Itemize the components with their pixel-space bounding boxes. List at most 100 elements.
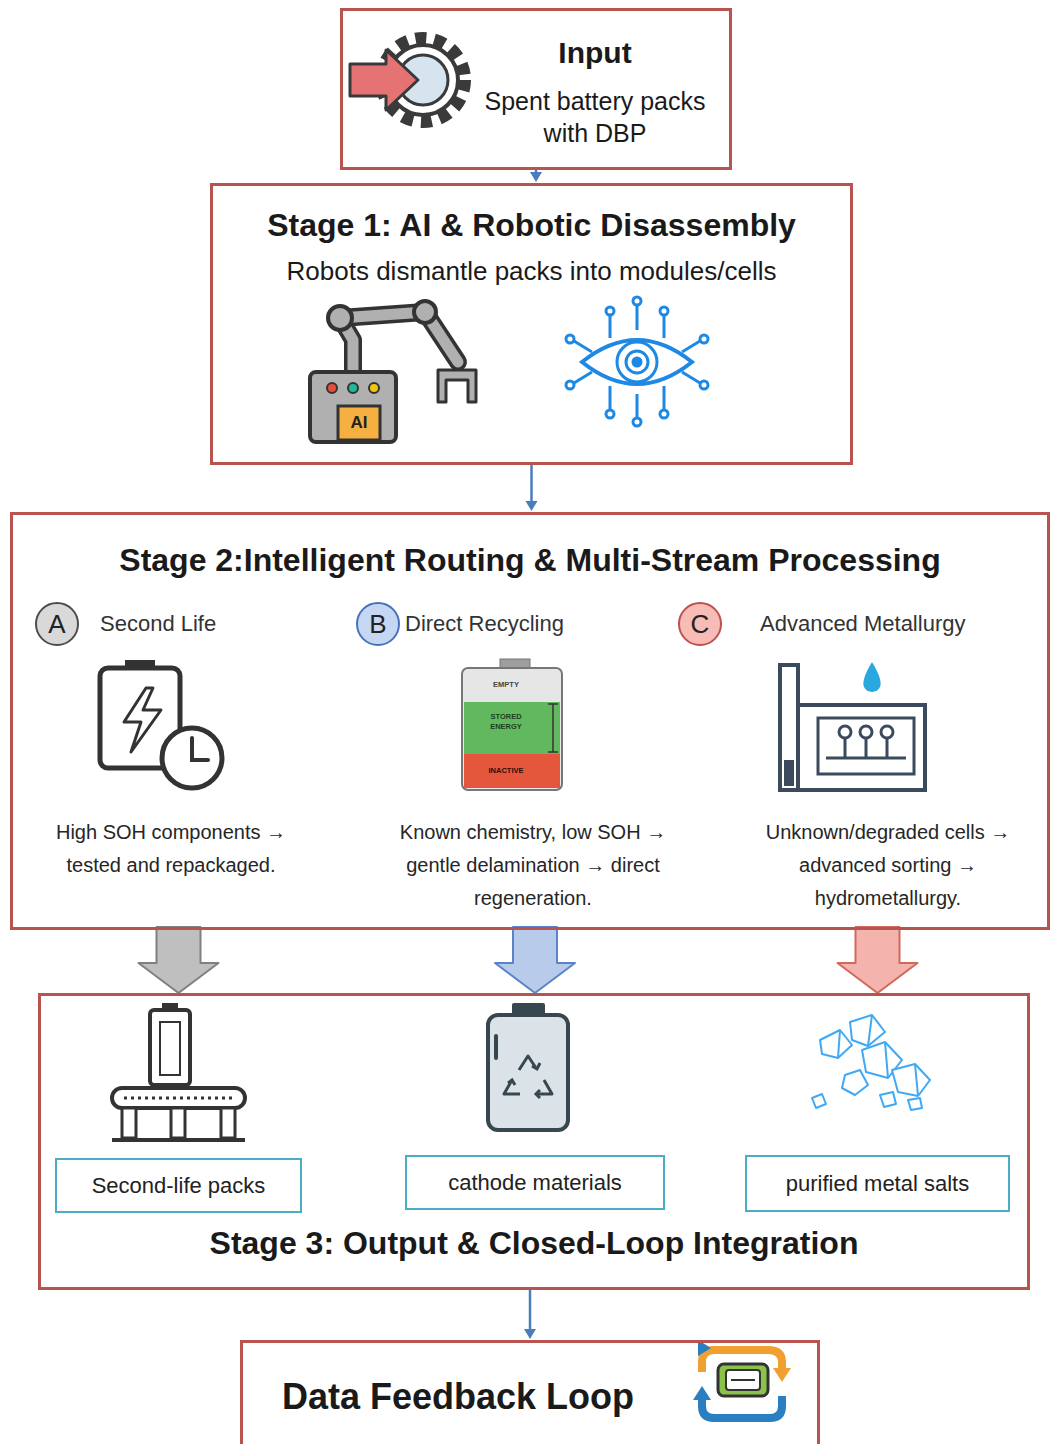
option-heading: Direct Recycling	[405, 602, 564, 646]
robot-arm-icon	[369, 383, 379, 393]
recycle-battery-icon	[488, 1015, 568, 1130]
conveyor-battery-icon	[122, 1108, 136, 1138]
conveyor-battery-icon	[112, 1138, 245, 1142]
vision-circuit-icon	[606, 410, 614, 418]
conveyor-battery-icon	[160, 1022, 180, 1075]
battery-clock-icon	[124, 688, 161, 752]
icon-text: AI	[338, 406, 380, 440]
crystal-salts-icon	[850, 1015, 885, 1046]
vision-circuit-icon	[633, 418, 641, 426]
flow-arrow	[530, 170, 542, 182]
route-option: BDirect Recycling	[356, 602, 596, 646]
route-description: Unknown/degraded cells → advanced sortin…	[743, 816, 1033, 915]
letter-circle: B	[356, 602, 400, 646]
conveyor-battery-icon	[150, 1010, 190, 1085]
arrow-head	[530, 172, 542, 182]
robot-arm-icon	[438, 370, 476, 402]
battery-level-icon	[462, 668, 562, 790]
output-box: cathode materials	[405, 1155, 665, 1210]
feedback-loop-icon	[773, 1368, 791, 1382]
route-description: High SOH components → tested and repacka…	[40, 816, 302, 882]
conveyor-battery-icon	[112, 1088, 245, 1108]
battery-level-icon	[462, 659, 562, 790]
factory-icon	[826, 737, 906, 758]
feedback-loop-icon	[693, 1386, 711, 1400]
letter-circle: C	[678, 602, 722, 646]
vision-circuit-icon	[660, 410, 668, 418]
stage-title: Stage 1: AI & Robotic Disassembly	[267, 206, 796, 244]
option-heading: Advanced Metallurgy	[760, 602, 965, 646]
battery-clock-icon	[192, 738, 208, 760]
crystal-salts-icon	[838, 1015, 918, 1096]
vision-circuit-icon	[700, 381, 708, 389]
factory-icon	[780, 662, 925, 790]
block-arrow-shape	[139, 927, 219, 993]
stage-box: Stage 1: AI & Robotic DisassemblyRobots …	[210, 183, 853, 465]
battery-level-icon	[548, 704, 558, 752]
stage-title: Stage 2:Intelligent Routing & Multi-Stre…	[119, 541, 940, 579]
crystal-salts-icon	[892, 1064, 930, 1096]
stage-box: Stage 3: Output & Closed-Loop Integratio…	[38, 993, 1030, 1290]
factory-icon	[881, 726, 893, 738]
connector-line	[529, 1290, 532, 1329]
stage-title: Stage 3: Output & Closed-Loop Integratio…	[210, 1224, 859, 1262]
node-title: Data Feedback Loop	[282, 1375, 634, 1418]
feedback-box: Data Feedback Loop	[240, 1340, 820, 1444]
factory-icon	[863, 662, 880, 692]
block-arrow	[838, 927, 918, 993]
feedback-loop-icon	[731, 1379, 755, 1381]
input-box: InputSpent battery packs with DBP	[340, 8, 732, 170]
vision-circuit-icon	[660, 307, 668, 315]
option-letter: C	[691, 609, 710, 639]
crystal-salts-icon	[820, 1030, 852, 1058]
block-arrow-shape	[838, 927, 918, 993]
factory-icon	[780, 665, 798, 790]
robot-arm-icon	[327, 383, 337, 393]
recycle-battery-icon	[532, 1063, 540, 1069]
battery-level-icon	[464, 754, 560, 788]
block-arrow-shape	[495, 927, 575, 993]
conveyor-battery-icon	[112, 1003, 245, 1140]
robot-arm-icon	[328, 306, 352, 330]
output-text: purified metal salts	[786, 1170, 969, 1198]
crystal-salts-icon	[842, 1070, 868, 1095]
icon-text: STORED ENERGY	[486, 712, 526, 732]
vision-circuit-icon	[582, 340, 692, 384]
vision-circuit-icon	[633, 358, 641, 366]
recycle-battery-icon	[504, 1080, 520, 1094]
recycle-battery-icon	[494, 1036, 498, 1058]
robot-arm-icon	[348, 383, 358, 393]
vision-circuit-icon	[566, 297, 708, 426]
letter-circle: A	[35, 602, 79, 646]
feedback-loop-icon	[718, 1364, 768, 1396]
vision-circuit-icon	[617, 342, 657, 382]
conveyor-battery-icon	[171, 1108, 185, 1138]
flow-arrow	[526, 465, 538, 511]
robot-arm-icon	[414, 301, 436, 323]
conveyor-battery-icon	[124, 1097, 233, 1100]
icon-text: EMPTY	[465, 680, 547, 690]
robot-arm-icon	[310, 372, 396, 442]
connector-line	[535, 170, 538, 172]
factory-icon	[818, 718, 914, 774]
feedback-loop-icon	[726, 1370, 760, 1390]
vision-circuit-icon	[566, 381, 574, 389]
feedback-loop-icon	[693, 1340, 791, 1418]
recycle-battery-icon	[488, 1003, 568, 1130]
robot-arm-icon	[338, 406, 380, 440]
battery-level-icon	[464, 702, 560, 754]
recycle-battery-icon	[536, 1090, 540, 1098]
crystal-salts-icon	[908, 1098, 922, 1110]
node-title: Input	[558, 35, 631, 71]
arrow-head	[526, 501, 538, 511]
input-gear-icon	[350, 38, 465, 122]
battery-clock-icon	[100, 660, 222, 788]
output-box: Second-life packs	[55, 1158, 302, 1213]
recycle-battery-icon	[508, 1080, 515, 1085]
vision-circuit-icon	[700, 335, 708, 343]
feedback-loop-icon	[702, 1396, 782, 1418]
output-text: cathode materials	[448, 1169, 622, 1197]
output-text: Second-life packs	[92, 1172, 266, 1200]
